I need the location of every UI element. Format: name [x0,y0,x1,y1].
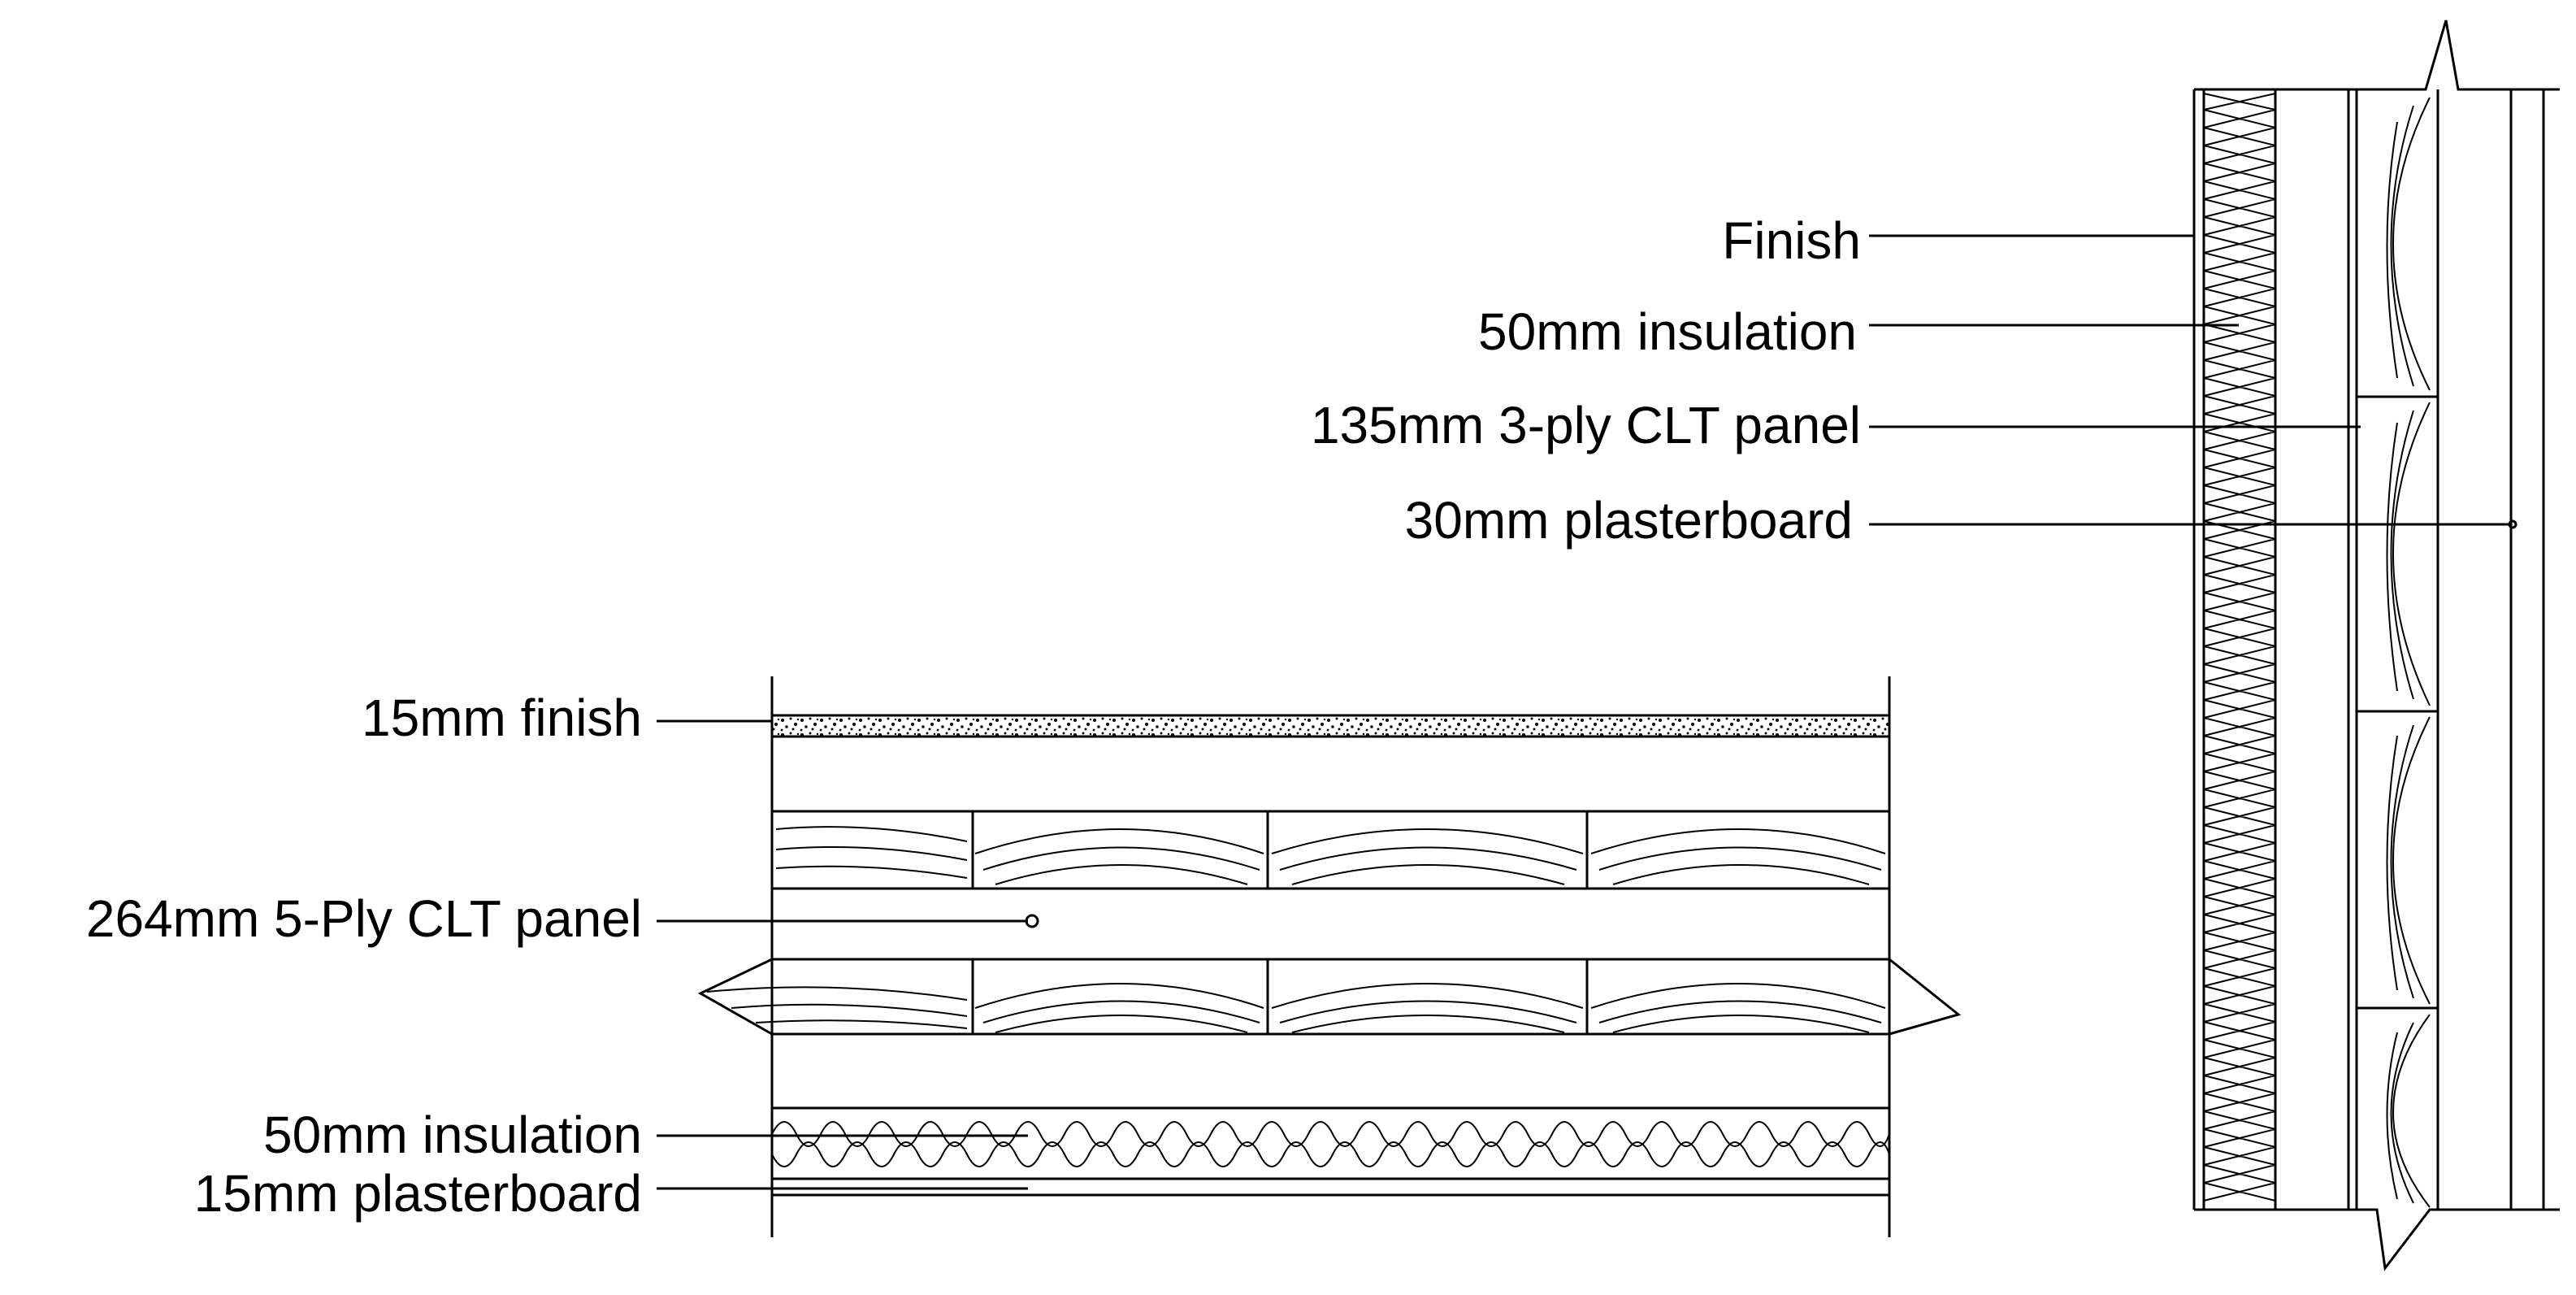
wall-insulation-pattern [2203,93,2276,1202]
floor-label-finish: 15mm finish [362,689,642,747]
floor-label-plasterboard: 15mm plasterboard [194,1164,642,1223]
floor-finish-layer [770,714,1891,738]
floor-section: 15mm finish 264mm 5-Ply CLT panel 50mm i… [86,676,1962,1237]
floor-insulation-layer [771,1106,1890,1180]
clt-lamella-top [775,811,1886,889]
wall-clt-grain [2386,97,2431,1208]
wall-label-insulation: 50mm insulation [1478,302,1857,361]
wall-label-plasterboard: 30mm plasterboard [1405,491,1853,550]
floor-label-clt-panel: 264mm 5-Ply CLT panel [86,889,642,948]
floor-label-insulation: 50mm insulation [263,1106,642,1164]
wall-label-finish: Finish [1722,211,1861,270]
wall-section: Finish 50mm insulation 135mm 3-ply CLT p… [1311,20,2560,1271]
clt-lamella-bottom [697,958,1962,1036]
wall-label-clt-panel: 135mm 3-ply CLT panel [1311,396,1861,454]
